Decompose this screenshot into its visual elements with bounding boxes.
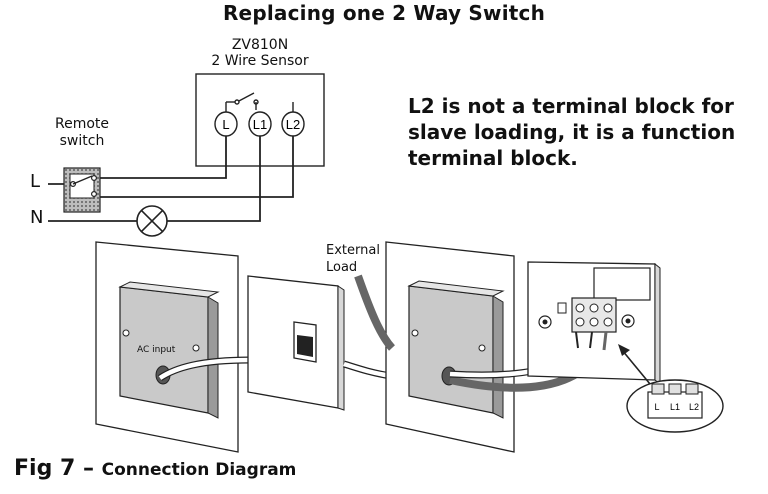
sensor-terminal-l1: L1 xyxy=(248,111,272,137)
wall-switch-plate xyxy=(247,275,345,411)
schematic: L L1 L2 xyxy=(48,73,325,237)
zoom-terminal-l2: L2 xyxy=(689,402,699,412)
external-load-label-line2: Load xyxy=(326,260,358,275)
zoom-terminal-l: L xyxy=(654,402,659,412)
remote-switch-symbol xyxy=(63,167,101,213)
external-load-label-line1: External xyxy=(326,243,380,258)
page-title: Replacing one 2 Way Switch xyxy=(222,1,546,25)
remote-switch-label-line2: switch xyxy=(59,133,105,149)
caption-dash: – xyxy=(75,456,102,481)
terminal-label-l1: L1 xyxy=(253,117,267,132)
left-wall-plate xyxy=(95,241,239,453)
figure-caption: Fig 7 – Connection Diagram xyxy=(14,456,296,481)
zoom-arrow xyxy=(618,344,651,385)
sensor-description-label: 2 Wire Sensor xyxy=(211,53,309,69)
terminal-label-l: L xyxy=(222,117,229,132)
terminal-note: L2 is not a terminal block for slave loa… xyxy=(408,94,736,170)
sensor-model-label: ZV810N xyxy=(231,37,289,53)
terminal-zoom-callout: L L1 L2 xyxy=(626,379,724,433)
caption-text: Connection Diagram xyxy=(101,460,297,480)
sensor-internal-switch xyxy=(225,92,259,112)
external-load-cable xyxy=(354,274,396,351)
supply-neutral-label: N xyxy=(30,207,44,228)
lamp-symbol xyxy=(136,205,168,237)
installation-illustration: L L1 L2 xyxy=(95,241,724,453)
right-wall-plate xyxy=(385,241,515,453)
ac-input-label: AC input xyxy=(137,345,176,355)
terminal-label-l2: L2 xyxy=(286,117,300,132)
schematic-wires xyxy=(48,136,294,222)
remote-switch-label-line1: Remote xyxy=(54,116,110,132)
zoom-terminal-l1: L1 xyxy=(670,402,680,412)
sensor-terminal-l: L xyxy=(214,111,238,137)
supply-live-label: L xyxy=(30,171,41,192)
sensor-back-plate xyxy=(527,261,661,386)
figure-number: Fig 7 xyxy=(14,456,76,481)
